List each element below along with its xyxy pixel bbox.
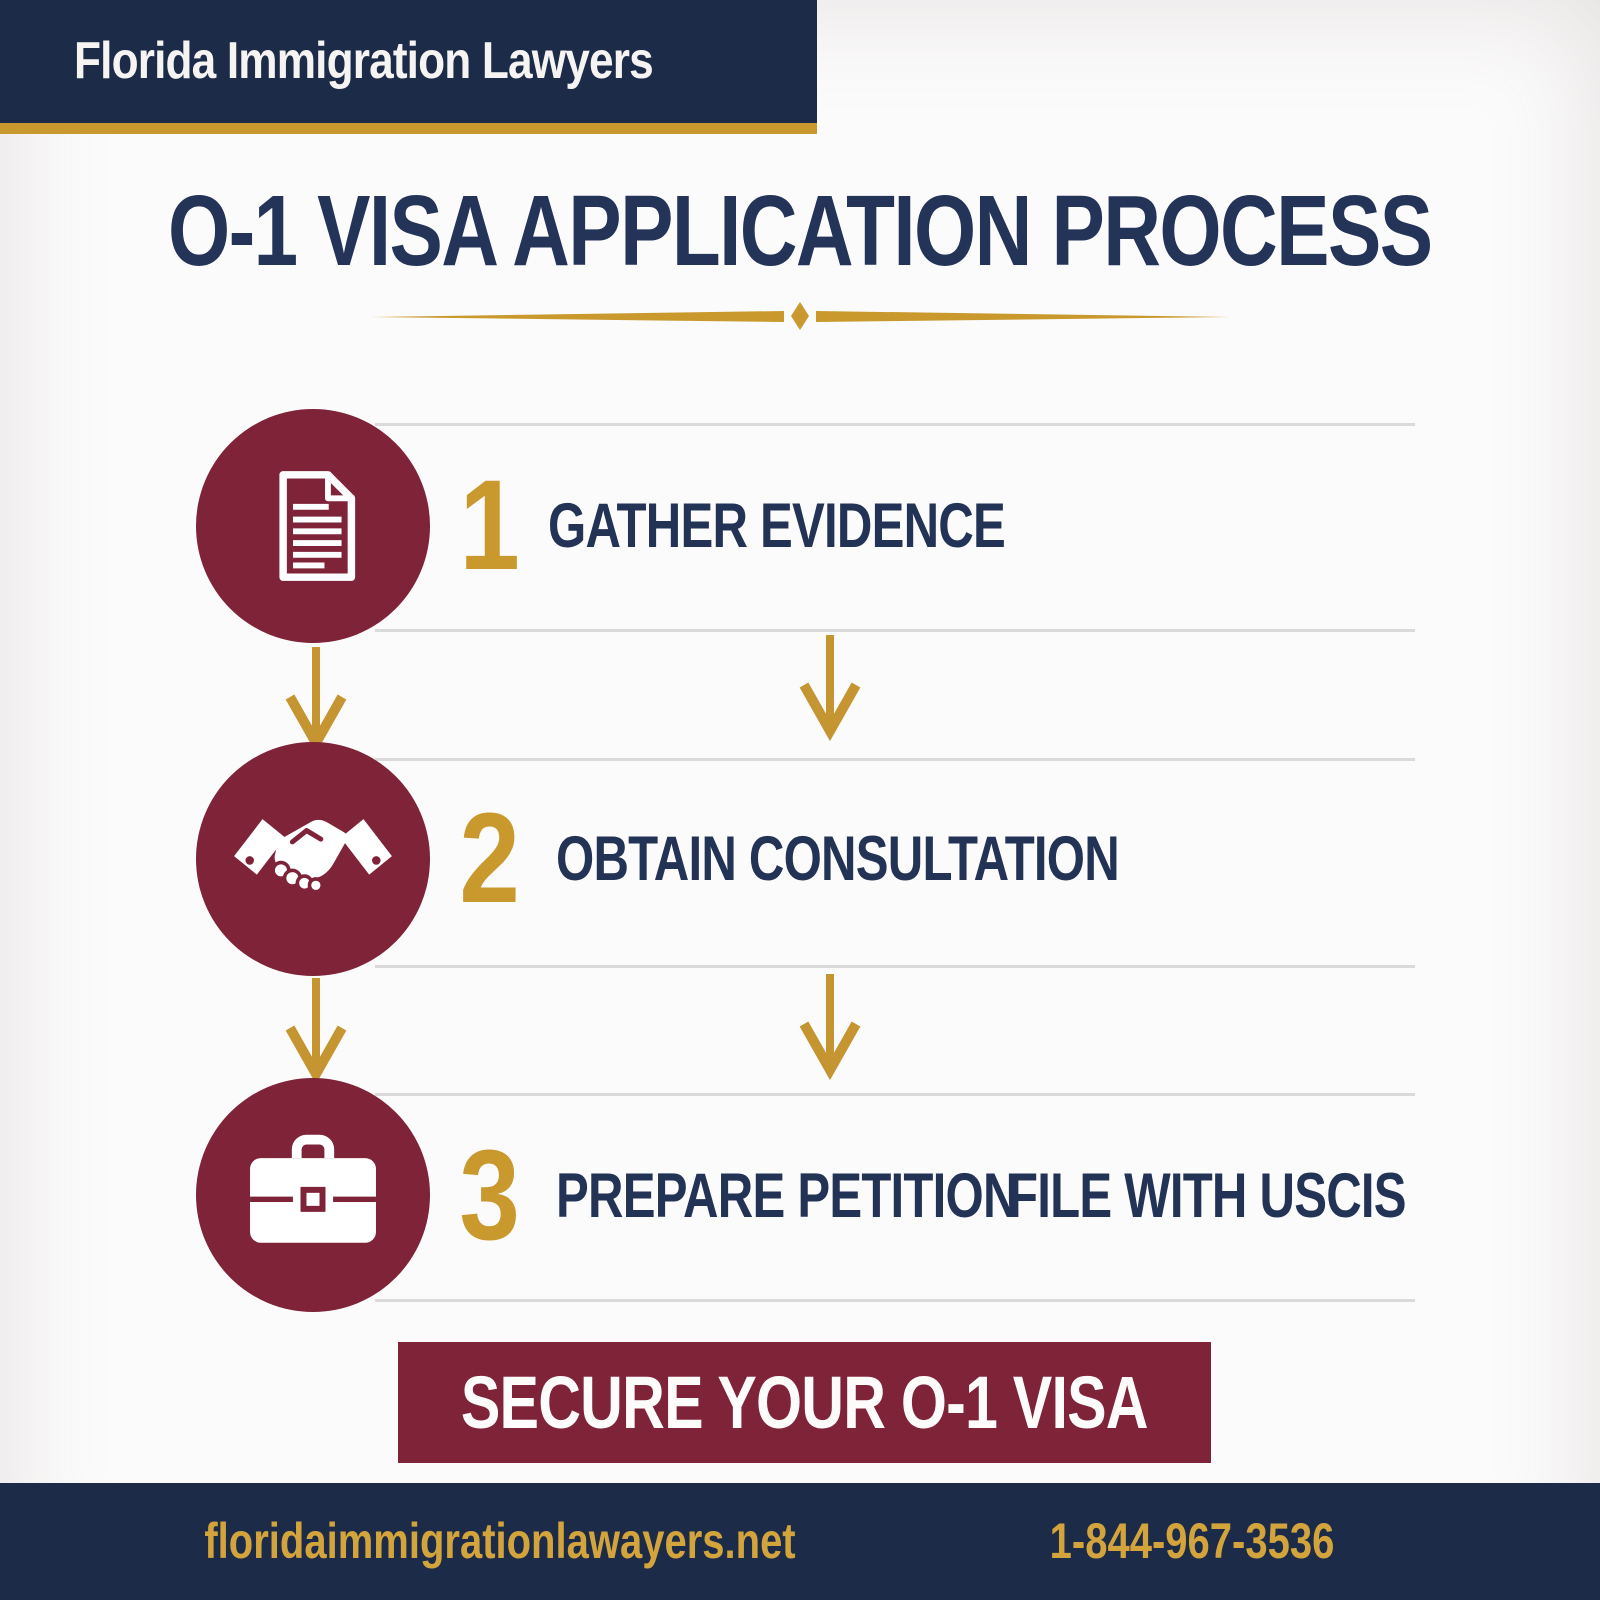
page-title: O-1 VISA APPLICATION PROCESS: [168, 175, 1433, 287]
arrow-down-icon: [284, 645, 348, 757]
row3-top-line: [375, 1093, 1415, 1096]
brand-name: Florida Immigration Lawyers: [74, 32, 654, 90]
step3-label-secondary: FILE WITH USCIS: [1008, 1161, 1407, 1231]
row2-bottom-line: [375, 965, 1415, 968]
handshake-icon: [234, 819, 392, 894]
arrow-down-icon: [284, 976, 348, 1088]
row1-top-line: [375, 423, 1415, 426]
header-accent-bar: [0, 123, 817, 134]
divider-ornament-icon: [370, 302, 1230, 330]
step1-label: GATHER EVIDENCE: [548, 491, 1006, 561]
document-icon: [279, 471, 356, 581]
step3-label: PREPARE PETITION: [556, 1161, 1018, 1231]
website-url: floridaimmigrationlawayers.net: [204, 1513, 796, 1569]
phone-number: 1-844-967-3536: [1049, 1513, 1335, 1569]
step1-badge: [196, 409, 430, 643]
header-bar: Florida Immigration Lawyers: [0, 0, 817, 123]
step2-number: 2: [459, 787, 521, 930]
briefcase-icon: [250, 1134, 376, 1243]
row2-top-line: [375, 758, 1415, 761]
arrow-down-icon: [798, 972, 862, 1084]
title-divider: [370, 300, 1230, 332]
step1-number: 1: [459, 454, 521, 597]
step3-number: 3: [459, 1124, 521, 1267]
step2-label: OBTAIN CONSULTATION: [556, 824, 1120, 894]
row3-bottom-line: [375, 1299, 1415, 1302]
cta-label: SECURE YOUR O-1 VISA: [461, 1361, 1149, 1444]
step3-badge: [196, 1078, 430, 1312]
footer-bar: floridaimmigrationlawayers.net 1-844-967…: [0, 1483, 1600, 1600]
arrow-down-icon: [798, 633, 862, 745]
cta-banner: SECURE YOUR O-1 VISA: [398, 1342, 1211, 1463]
row1-bottom-line: [375, 629, 1415, 632]
step2-badge: [196, 742, 430, 976]
